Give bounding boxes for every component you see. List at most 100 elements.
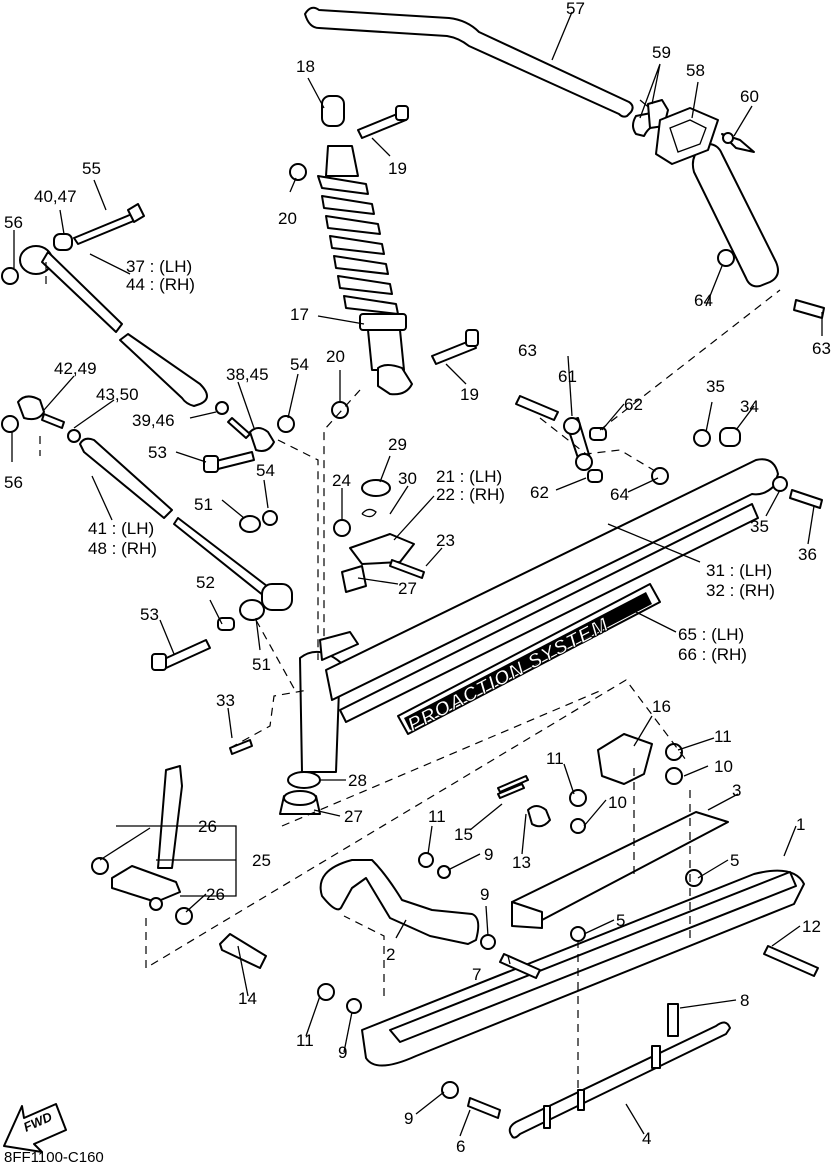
- callout-61: 61: [558, 367, 577, 386]
- callout-8: 8: [740, 991, 749, 1010]
- callout-9c: 9: [338, 1043, 347, 1062]
- callout-52: 52: [196, 573, 215, 592]
- callout-33: 33: [216, 691, 235, 710]
- drawing-code: 8FF1100-C160: [4, 1149, 104, 1164]
- callout-55: 55: [82, 159, 101, 178]
- callout-21-lh: 21 : (LH): [436, 467, 502, 486]
- callout-5a: 5: [730, 851, 739, 870]
- rivet-pin: [721, 132, 755, 153]
- callout-18: 18: [296, 57, 315, 76]
- callout-4: 4: [642, 1129, 651, 1148]
- callout-7: 7: [472, 965, 481, 984]
- callout-40-47: 40,47: [34, 187, 77, 206]
- callout-3: 3: [732, 781, 741, 800]
- callout-26a: 26: [198, 817, 217, 836]
- callout-53a: 53: [148, 443, 167, 462]
- callout-2: 2: [386, 945, 395, 964]
- ski-saddle-bracket: [511, 811, 729, 929]
- callout-62a: 62: [624, 395, 643, 414]
- callout-14: 14: [238, 989, 257, 1008]
- callout-36: 36: [798, 545, 817, 564]
- callout-15: 15: [454, 825, 473, 844]
- callout-44-rh: 44 : (RH): [126, 275, 195, 294]
- assembly-guide-lines: [39, 262, 781, 1088]
- callout-51b: 51: [252, 655, 271, 674]
- callout-5b: 5: [616, 911, 625, 930]
- callout-11c: 11: [428, 807, 446, 826]
- callout-27b: 27: [344, 807, 363, 826]
- callout-31-lh: 31 : (LH): [706, 561, 772, 580]
- forward-direction-arrow: FWD: [3, 1103, 67, 1153]
- callout-6: 6: [456, 1137, 465, 1156]
- callout-30: 30: [398, 469, 417, 488]
- callout-19a: 19: [388, 159, 407, 178]
- callout-12: 12: [802, 917, 821, 936]
- ski-handle: [319, 859, 480, 945]
- lower-arm: [79, 437, 293, 611]
- callout-24: 24: [332, 471, 351, 490]
- callout-62b: 62: [530, 483, 549, 502]
- callout-54b: 54: [256, 461, 275, 480]
- callout-29: 29: [388, 435, 407, 454]
- upper-arm: [19, 245, 208, 407]
- callout-38-45: 38,45: [226, 365, 269, 384]
- callout-11a: 11: [714, 727, 732, 746]
- callout-27a: 27: [398, 579, 417, 598]
- callout-20b: 20: [326, 347, 345, 366]
- ski: [361, 869, 805, 1067]
- callout-64a: 64: [694, 291, 713, 310]
- callout-56a: 56: [4, 213, 23, 232]
- callout-22-rh: 22 : (RH): [436, 485, 505, 504]
- callout-20a: 20: [278, 209, 297, 228]
- callout-labels: 1 2 3 4 5 5 6 7 8 9 9 9 9 10 10 11 11 11…: [4, 0, 831, 1156]
- callout-57: 57: [566, 0, 585, 18]
- callout-25: 25: [252, 851, 271, 870]
- callout-23: 23: [436, 531, 455, 550]
- callout-17: 17: [290, 305, 309, 324]
- spindle-bushing: [219, 933, 267, 969]
- callout-64b: 64: [610, 485, 629, 504]
- spindle-collar: [279, 771, 321, 815]
- callout-65-lh: 65 : (LH): [678, 625, 744, 644]
- callout-42-49: 42,49: [54, 359, 97, 378]
- stabilizer-bracket: [655, 107, 719, 165]
- shock-spring: [317, 175, 399, 315]
- callout-48-rh: 48 : (RH): [88, 539, 157, 558]
- callout-35b: 35: [750, 517, 769, 536]
- callout-9b: 9: [480, 885, 489, 904]
- callout-58: 58: [686, 61, 705, 80]
- ski-spindle: [91, 765, 193, 925]
- callout-51a: 51: [194, 495, 213, 514]
- ski-runner: [508, 1021, 731, 1139]
- callout-9d: 9: [404, 1109, 413, 1128]
- callout-43-50: 43,50: [96, 385, 139, 404]
- callout-63b: 63: [812, 339, 831, 358]
- callout-26b: 26: [206, 885, 225, 904]
- callout-59: 59: [652, 43, 671, 62]
- shock-absorber: [317, 95, 413, 396]
- callout-66-rh: 66 : (RH): [678, 645, 747, 664]
- callout-35a: 35: [706, 377, 725, 396]
- callout-34: 34: [740, 397, 759, 416]
- callout-37-lh: 37 : (LH): [126, 257, 192, 276]
- callout-32-rh: 32 : (RH): [706, 581, 775, 600]
- leader-lines: [11, 11, 823, 1137]
- callout-28: 28: [348, 771, 367, 790]
- ski-stopper: [597, 733, 653, 785]
- callout-54a: 54: [290, 355, 309, 374]
- callout-39-46: 39,46: [132, 411, 175, 430]
- spindle-collar-upper: [341, 565, 367, 593]
- callout-63a: 63: [518, 341, 537, 360]
- callout-19b: 19: [460, 385, 479, 404]
- callout-10a: 10: [714, 757, 733, 776]
- callout-11d: 11: [296, 1031, 314, 1050]
- callout-16: 16: [652, 697, 671, 716]
- callout-41-lh: 41 : (LH): [88, 519, 154, 538]
- callout-11b: 11: [546, 749, 564, 768]
- callout-9a: 9: [484, 845, 493, 864]
- spindle-housing-frame: [299, 458, 779, 773]
- callout-1: 1: [796, 815, 805, 834]
- callout-13: 13: [512, 853, 531, 872]
- proaction-decal: PROACTION SYSTEM: [397, 583, 661, 737]
